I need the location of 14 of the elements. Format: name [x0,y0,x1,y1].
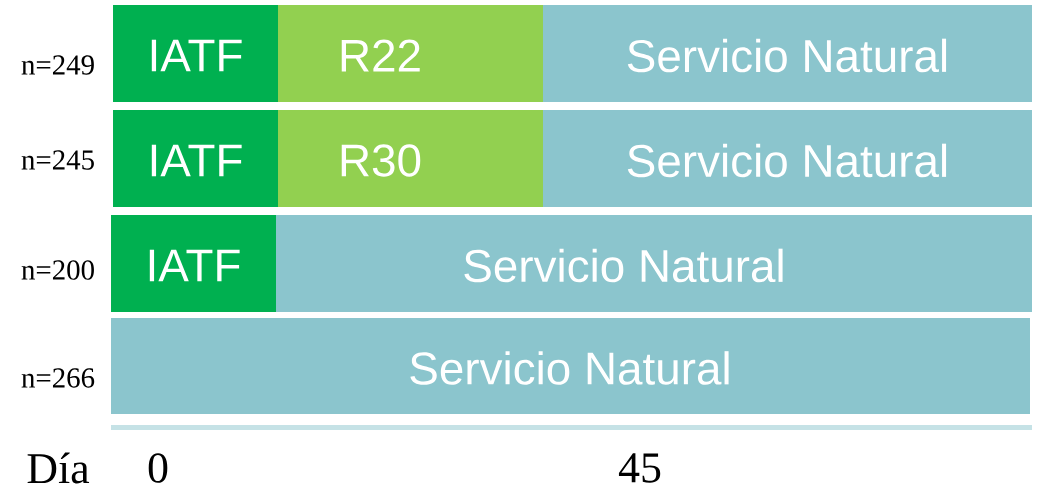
natural-service-bar: Servicio Natural [276,215,1032,312]
natural-service-bar: Servicio Natural [543,110,1032,207]
natural-service-bar: Servicio Natural [111,318,1030,414]
natural-service-bar: Servicio Natural [543,5,1032,102]
iatf-bar: IATF [113,5,278,102]
resynch-bar: R22 [278,5,543,102]
iatf-bar: IATF [113,110,278,207]
sample-size-label: n=266 [21,368,95,388]
resynch-bar: R30 [278,110,543,207]
sample-size-label: n=245 [21,150,94,170]
sample-size-label: n=200 [21,260,94,280]
iatf-bar: IATF [111,215,276,312]
sample-size-label: n=249 [21,55,94,75]
axis-label: Día [27,452,90,484]
